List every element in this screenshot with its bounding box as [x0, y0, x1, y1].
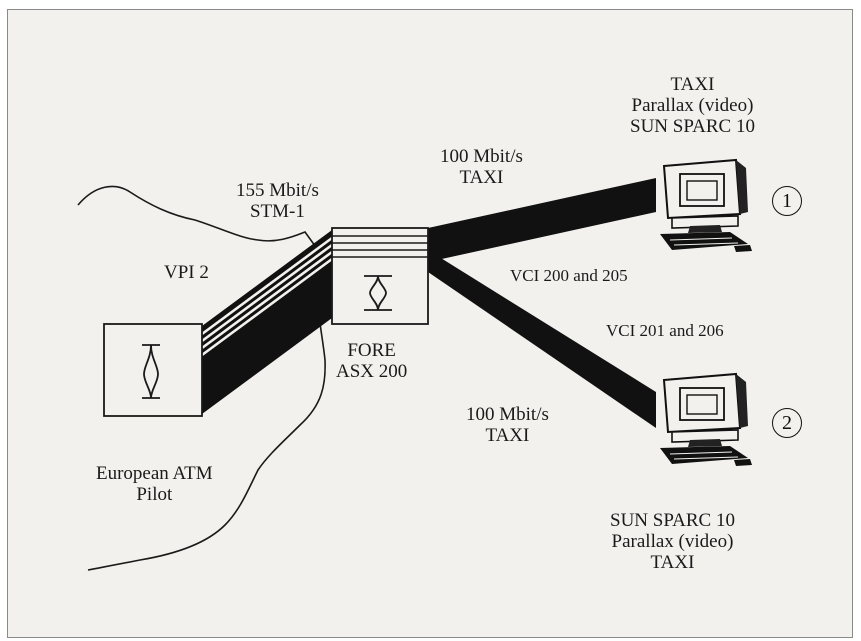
label-line: 100 Mbit/s — [466, 404, 549, 425]
label-line: TAXI — [670, 74, 715, 95]
label-workstation-1: TAXI Parallax (video) SUN SPARC 10 — [630, 74, 755, 137]
label-line: FORE — [347, 340, 396, 361]
link-to-workstation-1 — [428, 178, 656, 262]
label-vci-200-205: VCI 200 and 205 — [510, 265, 628, 286]
label-line: 155 Mbit/s — [236, 180, 319, 201]
label-155mbit-stm1: 155 Mbit/s STM-1 — [236, 180, 319, 222]
trunk-link-155mbit — [201, 230, 333, 414]
label-line: Parallax (video) — [611, 531, 734, 552]
label-line: TAXI — [650, 552, 695, 573]
workstation-1-marker: 1 — [772, 186, 802, 216]
label-line: SUN SPARC 10 — [610, 510, 735, 531]
label-vci-201-206: VCI 201 and 206 — [606, 320, 724, 341]
label-taxi-top: 100 Mbit/s TAXI — [440, 146, 523, 188]
fore-asx200-switch — [331, 227, 429, 325]
label-taxi-bottom: 100 Mbit/s TAXI — [466, 404, 549, 446]
workstation-2-marker: 2 — [772, 408, 802, 438]
label-workstation-2: SUN SPARC 10 Parallax (video) TAXI — [610, 510, 735, 573]
label-vpi: VPI 2 — [164, 262, 209, 283]
workstation-2-icon — [660, 372, 752, 466]
label-line: Parallax (video) — [631, 95, 754, 116]
switch-symbol-icon — [142, 344, 160, 399]
label-line: TAXI — [459, 167, 504, 188]
label-line: 100 Mbit/s — [440, 146, 523, 167]
label-fore-asx200: FORE ASX 200 — [336, 340, 407, 382]
label-line: ASX 200 — [336, 361, 408, 382]
label-line: VPI 2 — [164, 262, 209, 283]
label-line: STM-1 — [249, 201, 305, 222]
switch-symbol-icon — [364, 275, 392, 311]
label-line: TAXI — [485, 425, 530, 446]
label-line: VCI 200 and 205 — [510, 266, 628, 285]
label-european-atm-pilot: European ATM Pilot — [96, 463, 213, 505]
workstation-1-icon — [660, 158, 752, 252]
label-line: Pilot — [136, 484, 173, 505]
europe-map-outline — [77, 185, 326, 571]
label-line: VCI 201 and 206 — [606, 321, 724, 340]
link-to-workstation-2 — [428, 250, 656, 428]
label-line: European ATM — [96, 463, 213, 484]
label-line: SUN SPARC 10 — [630, 116, 755, 137]
pilot-switch — [103, 323, 203, 417]
